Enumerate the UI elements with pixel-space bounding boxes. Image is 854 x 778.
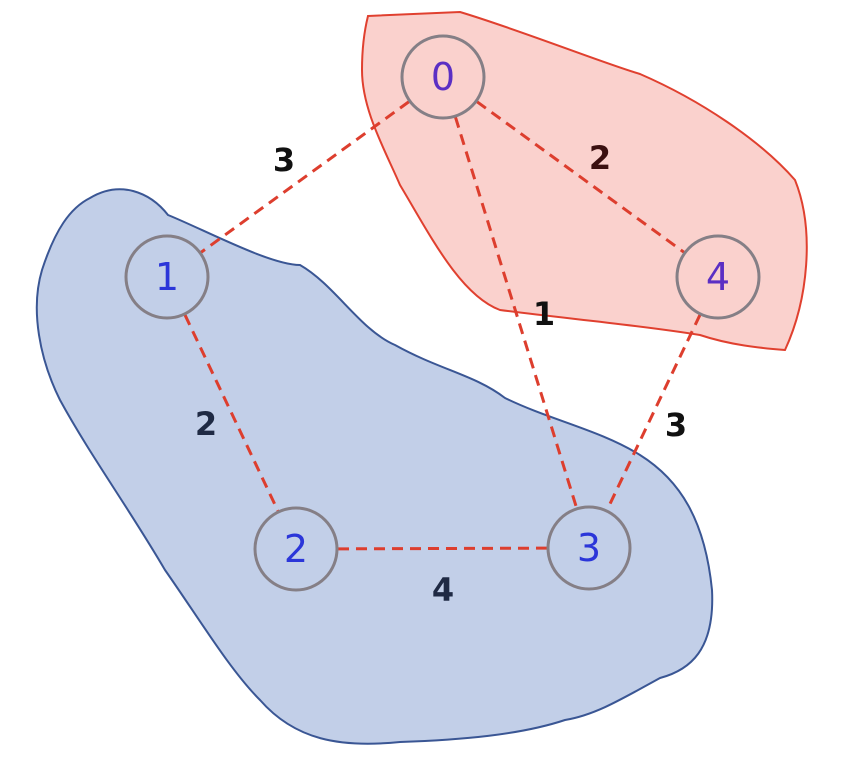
edge-weight-4-3: 3 [665, 406, 687, 444]
node-4-label: 4 [706, 255, 730, 299]
edge-weight-0-1: 3 [273, 141, 295, 179]
node-1-circle [124, 234, 210, 320]
node-2[interactable]: 2 [253, 506, 339, 592]
node-3-circle [546, 505, 632, 591]
edge-weight-0-3: 1 [533, 295, 555, 333]
edge-0-3 [454, 116, 578, 509]
nodes-layer: 0 1 2 3 4 [124, 34, 761, 592]
node-3-label: 3 [577, 526, 601, 570]
edge-labels-layer: 3 2 1 2 4 3 [195, 139, 687, 609]
node-2-circle [253, 506, 339, 592]
node-0-circle [400, 34, 486, 120]
edge-weight-2-3: 4 [432, 571, 454, 609]
node-1[interactable]: 1 [124, 234, 210, 320]
node-4[interactable]: 4 [675, 234, 761, 320]
node-4-circle [675, 234, 761, 320]
edge-0-1 [200, 100, 410, 254]
node-0-label: 0 [431, 55, 455, 99]
node-2-label: 2 [284, 527, 308, 571]
edges-layer [183, 100, 702, 551]
edge-0-4 [476, 100, 685, 254]
node-1-label: 1 [155, 255, 179, 299]
node-3[interactable]: 3 [546, 505, 632, 591]
edge-weight-1-2: 2 [195, 405, 217, 443]
edge-4-3 [605, 314, 702, 511]
node-0[interactable]: 0 [400, 34, 486, 120]
blue-cluster-region [35, 188, 714, 745]
edge-1-2 [183, 314, 280, 512]
edge-weight-0-4: 2 [589, 139, 611, 177]
